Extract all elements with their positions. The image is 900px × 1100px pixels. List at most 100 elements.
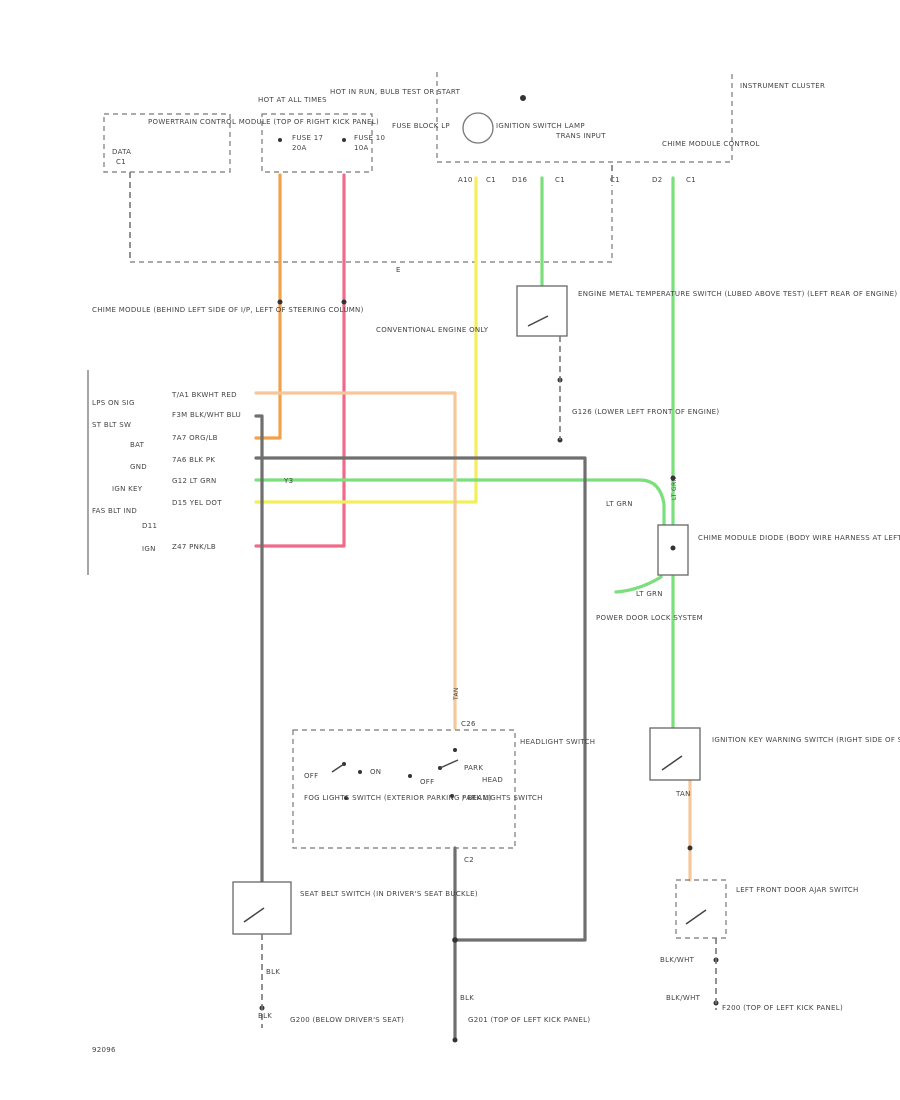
conventional-note: CONVENTIONAL ENGINE ONLY	[376, 326, 489, 334]
wire-id-note: Y3	[283, 477, 293, 485]
ground-g-d-label: F200 (TOP OF LEFT KICK PANEL)	[722, 1004, 843, 1012]
wire-tag-ignkey: G12 LT GRN	[172, 477, 217, 485]
pcm-label: POWERTRAIN CONTROL MODULE (TOP OF RIGHT …	[148, 118, 379, 126]
gray-wire-ground	[254, 456, 587, 942]
switch-contact-icon	[243, 907, 265, 923]
pin-c-num: D16	[512, 176, 527, 184]
hs-park: PARK	[464, 764, 483, 772]
pcm-pin-num: C1	[116, 158, 126, 166]
diode-label: CHIME MODULE DIODE (BODY WIRE HARNESS AT…	[698, 534, 900, 542]
fuse-b-amp: 10A	[354, 144, 369, 152]
fog-lights-label: FOG LIGHTS SWITCH (EXTERIOR PARKING / BE…	[304, 794, 492, 802]
pin-d11: D11	[142, 522, 157, 530]
blk-c-label: BLK	[460, 994, 474, 1002]
door-ajar-label: LEFT FRONT DOOR AJAR SWITCH	[736, 886, 859, 894]
orange-wire	[254, 173, 282, 440]
ground-g-b-label: G200 (BELOW DRIVER'S SEAT)	[290, 1016, 404, 1024]
gray-wire-seatbelt	[254, 414, 264, 884]
fuse-a-amp: 20A	[292, 144, 307, 152]
hs-off2: OFF	[420, 778, 434, 786]
switch-contact-icon	[661, 755, 683, 771]
switch-contact-icon	[685, 909, 707, 925]
ignition-key-label: IGNITION KEY WARNING SWITCH (RIGHT SIDE …	[712, 736, 900, 744]
junction-dot	[277, 299, 283, 305]
hs-contact	[344, 796, 348, 800]
hs-arm	[331, 763, 345, 773]
wire-tag-gnd: 7A6 BLK PK	[172, 456, 215, 464]
ground-g-a-label: G126 (LOWER LEFT FRONT OF ENGINE)	[572, 408, 719, 416]
pcm-pin-label: DATA	[112, 148, 131, 156]
pin-fas-blt: FAS BLT IND	[92, 507, 137, 515]
fuse-block-label: FUSE BLOCK LP	[392, 122, 450, 130]
wire-tag-ign: Z47 PNK/LB	[172, 543, 216, 551]
tan-wire-label: TAN	[675, 790, 691, 798]
trans-input-label: TRANS INPUT	[555, 132, 606, 140]
hs-pin-b-label: C2	[464, 856, 474, 864]
fuse-b-pin	[342, 138, 346, 142]
fuse-a-pin	[278, 138, 282, 142]
lt-grn-note: LT GRN	[606, 500, 633, 508]
hs-contact	[453, 748, 457, 752]
hs-pin-label: C26	[461, 720, 476, 728]
diode-dot	[670, 545, 676, 551]
hs-arm	[439, 759, 459, 769]
lt-grn-diode: LT GRN	[636, 590, 663, 598]
junction-dot	[341, 299, 347, 305]
hs-on: ON	[370, 768, 381, 776]
ignition-lamp-label: IGNITION SWITCH LAMP	[496, 122, 585, 130]
ignition-lamp-icon	[462, 112, 494, 144]
pin-bat: BAT	[130, 441, 145, 449]
hot-at-all-times-label: HOT AT ALL TIMES	[258, 96, 327, 104]
engine-temp-switch[interactable]	[516, 285, 568, 337]
hs-contact	[450, 794, 454, 798]
wire-tag-lps: T/A1 BKWHT RED	[171, 391, 237, 399]
pcm-box	[103, 113, 231, 173]
junction-dot	[687, 845, 693, 851]
seat-belt-label: SEAT BELT SWITCH (IN DRIVER'S SEAT BUCKL…	[300, 890, 478, 898]
headlight-switch-label: HEADLIGHT SWITCH	[520, 738, 595, 746]
pin-ign-key: IGN KEY	[112, 485, 143, 493]
blk-wht-a-label: BLK/WHT	[660, 956, 695, 964]
blk-wht-b-label: BLK/WHT	[666, 994, 701, 1002]
wire-tag-fasblt: D15 YEL DOT	[172, 499, 222, 507]
blk-b-label: BLK	[258, 1012, 272, 1020]
ignition-key-switch[interactable]	[649, 727, 701, 781]
fuse-a-label: FUSE 17	[292, 134, 323, 142]
wire-tag-bat: 7A7 ORG/LB	[172, 434, 218, 442]
ground-g-c-label: G201 (TOP OF LEFT KICK PANEL)	[468, 1016, 590, 1024]
pin-d-num: D2	[652, 176, 662, 184]
figure-id: 92096	[92, 1046, 116, 1054]
chime-control-label: CHIME MODULE CONTROL	[662, 140, 760, 148]
yellow-wire	[254, 176, 478, 504]
instrument-cluster-box	[436, 72, 733, 163]
fuse-b-label: FUSE 10	[354, 134, 385, 142]
cluster-ground-bus	[130, 185, 613, 263]
hs-contact	[358, 770, 362, 774]
green-wire-main	[254, 478, 666, 527]
wire-tag-stblt: F3M BLK/WHT BLU	[172, 411, 241, 419]
wire-label-lt-grn-vert: LT GRN	[671, 477, 678, 500]
door-ajar-switch[interactable]	[675, 879, 727, 939]
cluster-dot	[520, 95, 526, 101]
pin-a: C1	[486, 176, 496, 184]
junction-dot	[452, 1037, 458, 1043]
green-wire-stub	[614, 575, 663, 594]
pin-ign: IGN	[142, 545, 156, 553]
power-door-lock-label: POWER DOOR LOCK SYSTEM	[596, 614, 703, 622]
pin-c: C1	[610, 176, 620, 184]
pin-d: C1	[686, 176, 696, 184]
pin-e-num: A10	[458, 176, 473, 184]
seat-belt-switch[interactable]	[232, 881, 292, 935]
instrument-cluster-label: INSTRUMENT CLUSTER	[740, 82, 825, 90]
pin-lps: LPS ON SIG	[92, 399, 135, 407]
tan-wire	[254, 391, 457, 730]
engine-switch-label: ENGINE METAL TEMPERATURE SWITCH (LUBED A…	[578, 290, 900, 298]
junction-dot	[670, 475, 676, 481]
park-lights-label: PARK LIGHTS SWITCH	[462, 794, 543, 802]
pin-st-blt: ST BLT SW	[92, 421, 131, 429]
fuse-block-box	[261, 113, 373, 173]
pin-gnd: GND	[130, 463, 147, 471]
hs-off1: OFF	[304, 772, 318, 780]
junction-dot	[452, 937, 458, 943]
